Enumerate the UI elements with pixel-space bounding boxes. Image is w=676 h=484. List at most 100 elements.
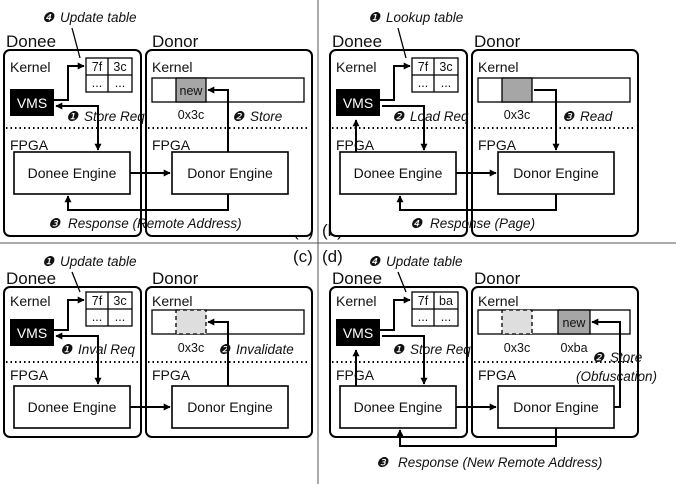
step-donor-num: ❷ xyxy=(232,109,245,124)
panel-b: ❶ Lookup table Donee Donor Kernel FPGA K… xyxy=(329,10,639,237)
callout-line xyxy=(71,271,81,293)
kernel-label: Kernel xyxy=(336,59,376,75)
donor-engine-label: Donor Engine xyxy=(513,399,599,415)
donor-engine-label: Donor Engine xyxy=(187,165,273,181)
kernel-label: Kernel xyxy=(10,293,50,309)
arrow-load-req xyxy=(382,105,428,151)
table-cell: 7f xyxy=(92,60,103,74)
donor-title: Donor xyxy=(474,32,521,51)
step-table-num: ❶ xyxy=(368,10,381,25)
arrow-response xyxy=(64,194,229,211)
arrow-inval-req xyxy=(55,332,102,385)
address-label: 0x3c xyxy=(178,341,204,355)
step-table-label: Update table xyxy=(60,254,137,269)
donee-engine xyxy=(339,151,457,195)
table-cell: ... xyxy=(441,76,451,90)
table-cell: ... xyxy=(115,76,125,90)
step-donor-num: ❸ xyxy=(562,109,575,124)
panel-tag-c: (c) xyxy=(293,247,313,266)
vms-label: VMS xyxy=(343,325,373,341)
page-label: new xyxy=(180,84,204,98)
old-page xyxy=(501,309,533,335)
table-cell: 3c xyxy=(113,294,126,308)
arrow-response xyxy=(396,194,557,211)
step-donor-label: Invalidate xyxy=(236,342,294,357)
panel-tag-d: (d) xyxy=(322,247,343,266)
table-cell: 7f xyxy=(418,60,429,74)
address-label: 0x3c xyxy=(178,108,204,122)
vms-label: VMS xyxy=(343,95,373,111)
arrow-store-obfuscation xyxy=(591,318,621,408)
step-req-num: ❷ xyxy=(392,109,405,124)
arrow-vms-to-table xyxy=(380,296,411,331)
donor-engine xyxy=(497,385,615,429)
donor-engine-label: Donor Engine xyxy=(187,399,273,415)
donee-title: Donee xyxy=(6,269,56,288)
step-donor-label: Store xyxy=(610,350,642,365)
step-resp-num: ❸ xyxy=(376,455,389,470)
step-table-label: Update table xyxy=(386,254,463,269)
step-req-num: ❶ xyxy=(392,342,405,357)
table-cell: ... xyxy=(92,310,102,324)
step-resp-label: Response (Remote Address) xyxy=(68,216,242,231)
step-resp-num: ❹ xyxy=(410,216,423,231)
mapping-table: 7f 3c ... ... xyxy=(85,291,133,327)
panel-c: ❶ Update table Donee Donor Kernel FPGA K… xyxy=(3,254,313,438)
step-resp-num: ❸ xyxy=(48,216,61,231)
panel-a: ❹ Update table Donee Donor Kernel FPGA K… xyxy=(3,10,313,237)
mapping-table: 7f ba ... ... xyxy=(411,291,459,327)
address-label: 0x3c xyxy=(504,341,530,355)
arrow-invalidate xyxy=(207,318,229,386)
step-req-label: Store Req xyxy=(84,109,145,124)
step-donor-label: Read xyxy=(580,109,613,124)
vms-block xyxy=(10,89,54,116)
donee-title: Donee xyxy=(332,269,382,288)
table-cell: ... xyxy=(418,76,428,90)
step-donor-label: Store xyxy=(250,109,282,124)
step-req-num: ❶ xyxy=(60,342,73,357)
donor-engine xyxy=(171,385,289,429)
table-cell: 7f xyxy=(418,294,429,308)
table-cell: ... xyxy=(115,310,125,324)
fpga-label: FPGA xyxy=(152,367,191,383)
fpga-label: FPGA xyxy=(478,367,517,383)
donor-title: Donor xyxy=(152,269,199,288)
donee-engine-label: Donee Engine xyxy=(354,399,443,415)
table-cell: 7f xyxy=(92,294,103,308)
step-table-label: Update table xyxy=(60,10,137,25)
step-table-num: ❶ xyxy=(42,254,55,269)
vms-label: VMS xyxy=(17,95,47,111)
callout-line xyxy=(397,27,407,59)
arrow-store-req xyxy=(382,335,428,385)
panel-d: ❹ Update table Donee Donor Kernel FPGA K… xyxy=(329,254,657,470)
fpga-label: FPGA xyxy=(152,137,191,153)
step-resp-label: Response (Page) xyxy=(430,216,535,231)
donee-title: Donee xyxy=(332,32,382,51)
page-label: new xyxy=(563,316,587,330)
step-table-num: ❹ xyxy=(42,10,55,25)
fpga-label: FPGA xyxy=(10,367,49,383)
step-req-num: ❶ xyxy=(66,109,79,124)
step-donor-num: ❷ xyxy=(592,350,605,365)
donee-engine xyxy=(13,385,131,429)
address-label: 0x3c xyxy=(504,108,530,122)
donor-title: Donor xyxy=(474,269,521,288)
vms-block xyxy=(336,319,380,346)
vms-label: VMS xyxy=(17,325,47,341)
read-page xyxy=(501,77,533,103)
arrow-store-req xyxy=(55,102,102,151)
vms-block xyxy=(10,319,54,346)
kernel-label: Kernel xyxy=(478,293,518,309)
vms-block xyxy=(336,89,380,116)
kernel-label: Kernel xyxy=(336,293,376,309)
step-req-label: Load Req xyxy=(410,109,469,124)
step-req-label: Inval Req xyxy=(78,342,136,357)
kernel-label: Kernel xyxy=(152,59,192,75)
new-page xyxy=(557,309,591,335)
step-donor-label-2: (Obfuscation) xyxy=(576,369,657,384)
kernel-label: Kernel xyxy=(10,59,50,75)
kernel-label: Kernel xyxy=(152,293,192,309)
arrow-read xyxy=(534,89,560,151)
address-label: 0xba xyxy=(560,341,587,355)
